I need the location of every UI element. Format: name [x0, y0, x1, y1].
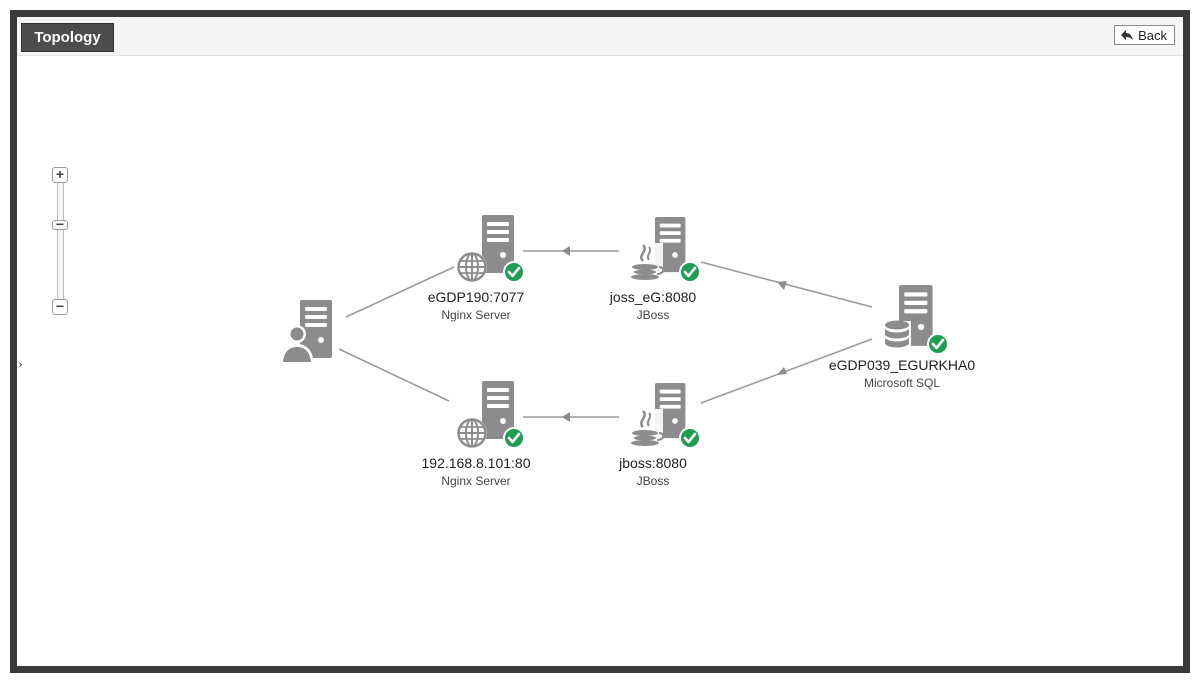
zoom-out-button[interactable]: −: [52, 299, 68, 315]
node-type: JBoss: [636, 474, 670, 488]
topology-graph: [280, 215, 951, 451]
database-icon: [883, 320, 911, 351]
java-icon: [627, 243, 665, 283]
window-frame: Topology Back › + − −: [10, 10, 1190, 673]
edge-user-nginx2: [338, 348, 450, 402]
edges: [338, 246, 873, 422]
arrow-jboss2-nginx2: [562, 412, 570, 422]
header-bar: Topology Back: [17, 17, 1183, 56]
back-button[interactable]: Back: [1114, 25, 1175, 45]
back-arrow-icon: [1121, 30, 1134, 40]
status-ok-icon: [677, 425, 703, 451]
globe-icon: [455, 416, 489, 450]
node-name[interactable]: 192.168.8.101:80: [421, 455, 531, 471]
node-nginx-192[interactable]: [455, 381, 527, 451]
zoom-in-button[interactable]: +: [52, 167, 68, 183]
java-icon: [627, 409, 665, 449]
node-type: Nginx Server: [441, 474, 511, 488]
status-ok-icon: [677, 259, 703, 285]
globe-icon: [455, 250, 489, 284]
status-ok-icon: [501, 425, 527, 451]
node-name[interactable]: jboss:8080: [619, 455, 687, 471]
node-label-nginx1: eGDP190:7077 Nginx Server: [386, 289, 566, 323]
node-name[interactable]: eGDP039_EGURKHA0: [828, 357, 976, 373]
node-type: JBoss: [636, 308, 670, 322]
node-label-jboss1: joss_eG:8080 JBoss: [563, 289, 743, 323]
edge-user-nginx1: [345, 266, 455, 318]
back-button-label: Back: [1138, 27, 1167, 43]
tab-topology[interactable]: Topology: [21, 23, 114, 52]
arrow-jboss1-nginx1: [562, 246, 570, 256]
node-label-mssql: eGDP039_EGURKHA0 Microsoft SQL: [812, 357, 992, 391]
node-name[interactable]: joss_eG:8080: [609, 289, 697, 305]
arrow-mssql-jboss2: [777, 367, 787, 375]
arrow-mssql-jboss1: [777, 281, 787, 290]
node-nginx-egdp190[interactable]: [455, 215, 527, 285]
edge-mssql-jboss1: [700, 261, 873, 308]
node-label-jboss2: jboss:8080 JBoss: [563, 455, 743, 489]
node-user[interactable]: [280, 300, 332, 364]
zoom-slider-handle[interactable]: −: [52, 217, 68, 231]
status-ok-icon: [925, 331, 951, 357]
node-jboss-joss-eg[interactable]: [627, 217, 703, 285]
status-ok-icon: [501, 259, 527, 285]
sidebar-expand-toggle[interactable]: ›: [17, 335, 24, 395]
node-type: Nginx Server: [441, 308, 511, 322]
node-jboss-8080[interactable]: [627, 383, 703, 451]
node-type: Microsoft SQL: [863, 376, 941, 390]
node-name[interactable]: eGDP190:7077: [427, 289, 525, 305]
node-label-nginx2: 192.168.8.101:80 Nginx Server: [386, 455, 566, 489]
edge-mssql-jboss2: [700, 338, 873, 404]
topology-panel: Topology Back › + − −: [17, 17, 1183, 666]
user-icon: [280, 325, 314, 364]
node-mssql[interactable]: [883, 285, 951, 357]
